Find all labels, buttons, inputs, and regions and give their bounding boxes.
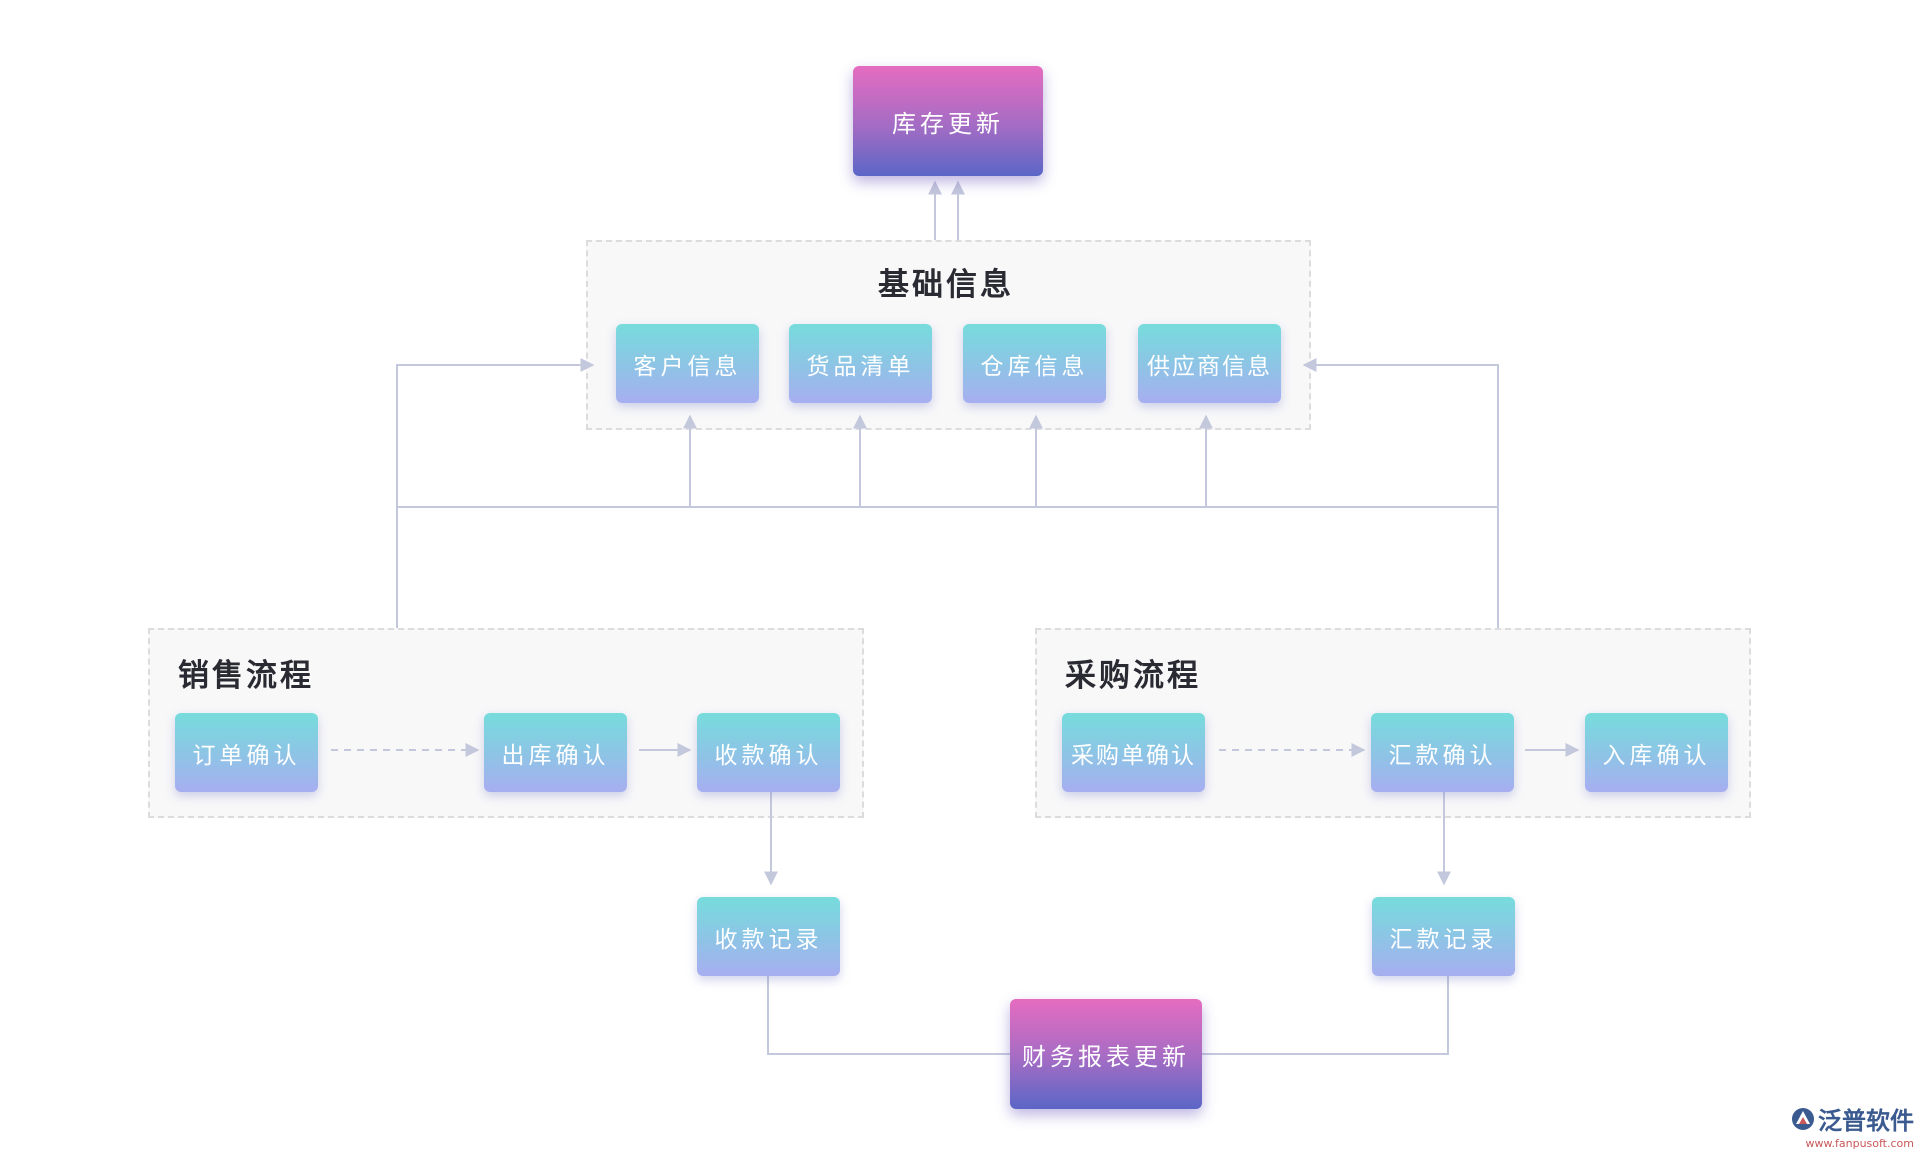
- remit-record-node[interactable]: 汇款记录: [1372, 897, 1515, 976]
- inventory-update-node[interactable]: 库存更新: [853, 66, 1043, 176]
- finance-report-update-node[interactable]: 财务报表更新: [1010, 999, 1202, 1109]
- customer-info-node[interactable]: 客户信息: [616, 324, 759, 403]
- basic-info-title: 基础信息: [878, 267, 1014, 303]
- receipt-record-to-finance: [767, 975, 1010, 1055]
- watermark: 泛普软件 www.fanpusoft.com: [1790, 1101, 1914, 1150]
- warehouse-info-node[interactable]: 仓库信息: [963, 324, 1106, 403]
- watermark-url: www.fanpusoft.com: [1805, 1137, 1914, 1150]
- inbound-confirm-node[interactable]: 入库确认: [1585, 713, 1728, 792]
- purchase-to-basic-info: [1302, 358, 1499, 628]
- receipt-record-node[interactable]: 收款记录: [697, 897, 840, 976]
- receipt-confirm-node[interactable]: 收款确认: [697, 713, 840, 792]
- supplier-info-node[interactable]: 供应商信息: [1138, 324, 1281, 403]
- purchase-process-title: 采购流程: [1065, 658, 1201, 694]
- remit-confirm-node[interactable]: 汇款确认: [1371, 713, 1514, 792]
- goods-list-node[interactable]: 货品清单: [789, 324, 932, 403]
- watermark-brand: 泛普软件: [1818, 1107, 1914, 1135]
- outbound-confirm-node[interactable]: 出库确认: [484, 713, 627, 792]
- purchase-order-confirm-node[interactable]: 采购单确认: [1062, 713, 1205, 792]
- order-confirm-node[interactable]: 订单确认: [175, 713, 318, 792]
- sales-to-basic-info: [396, 358, 595, 628]
- remit-record-to-finance: [1202, 975, 1449, 1055]
- fanpu-logo-icon: [1792, 1107, 1814, 1130]
- sales-process-title: 销售流程: [178, 658, 314, 694]
